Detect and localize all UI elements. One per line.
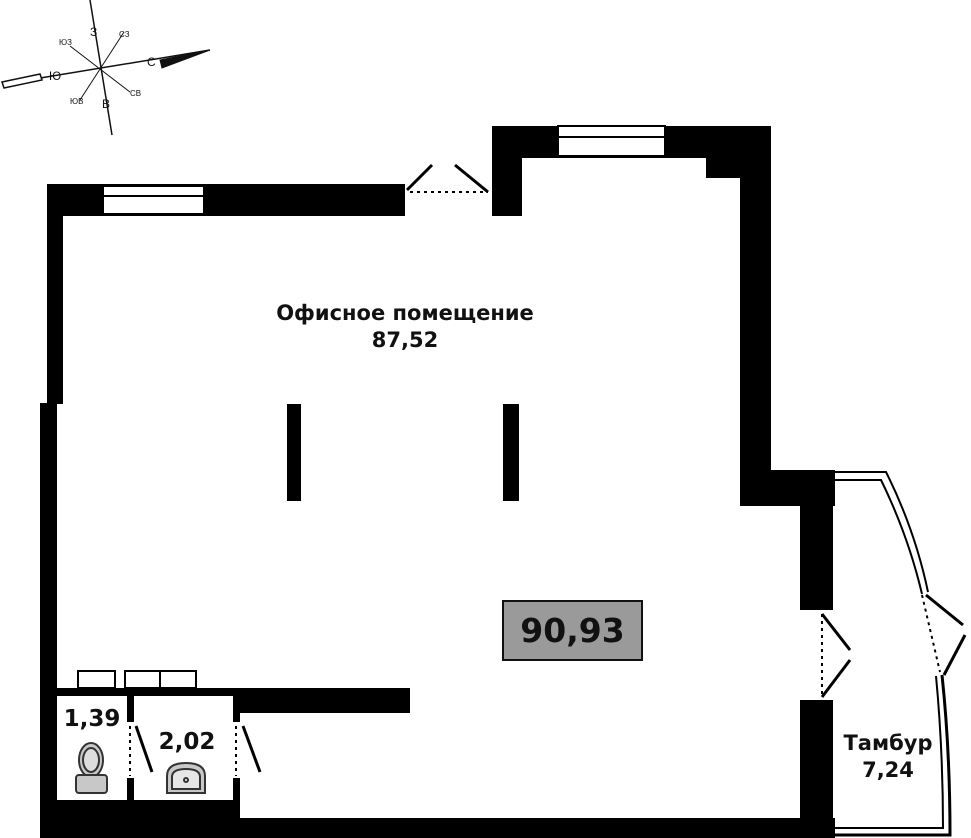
compass-sw: ЮЗ: [59, 38, 72, 47]
column: [503, 404, 519, 501]
vestibule-name: Тамбур: [843, 731, 933, 755]
compass-rose: Ю С З В СЗ ЮЗ СВ ЮВ: [1, 0, 211, 136]
vestibule-label: Тамбур 7,24: [838, 730, 938, 785]
compass-se: ЮВ: [70, 97, 83, 106]
compass-nw: СЗ: [119, 30, 130, 39]
vestibule-area: 7,24: [862, 758, 914, 783]
office-name: Офисное помещение: [276, 301, 534, 325]
office-area: 87,52: [371, 328, 439, 353]
fixtures: [75, 742, 206, 794]
bath-area: 2,02: [158, 729, 216, 755]
office-label: Офисное помещение 87,52: [270, 300, 540, 355]
vestibule-glazing: [835, 471, 952, 837]
wc-area: 1,39: [63, 706, 121, 732]
doors: [129, 163, 967, 776]
compass-e: В: [102, 97, 110, 111]
walls: [40, 126, 835, 838]
column: [287, 404, 301, 501]
total-area-badge: 90,93: [502, 600, 643, 661]
compass-s: Ю: [49, 69, 61, 83]
compass-ne: СВ: [130, 89, 141, 98]
windows: [77, 125, 666, 689]
compass-n: С: [147, 55, 156, 69]
compass-w: З: [90, 25, 97, 39]
